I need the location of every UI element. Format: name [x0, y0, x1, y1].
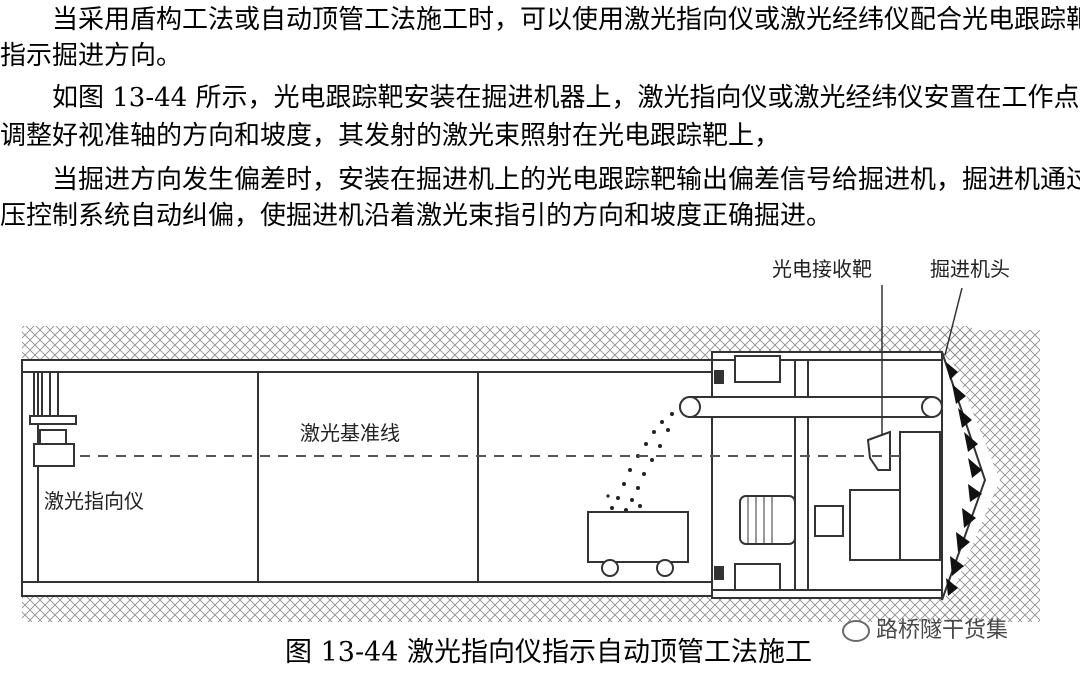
- paragraph-1-line-1: 当采用盾构工法或自动顶管工法施工时，可以使用激光指向仪或激光经纬仪配合光电跟踪靶…: [52, 5, 1080, 35]
- paragraph-1-line-2: 指示掘进方向。: [0, 41, 183, 71]
- ground-bottom-hatch: [22, 596, 972, 622]
- hydraulic-jack-bottom: [734, 563, 781, 591]
- paragraph-2-line-1: 如图 13-44 所示，光电跟踪靶安装在掘进机器上，激光指向仪或激光经纬仪安置在…: [52, 83, 1080, 113]
- baseline-label: 激光基准线: [300, 421, 400, 445]
- laser-pointer: [33, 443, 75, 467]
- watermark: 路桥隧干货集: [842, 612, 1008, 644]
- watermark-text: 路桥隧干货集: [876, 618, 1009, 643]
- falling-spoil: [606, 412, 674, 512]
- head-label: 掘进机头: [930, 257, 1010, 281]
- receiver-label: 光电接收靶: [772, 257, 872, 281]
- hydraulic-jack-top: [734, 355, 781, 383]
- chat-bubble-icon: [842, 620, 870, 642]
- paragraph-3-line-1: 当掘进方向发生偏差时，安装在掘进机上的光电跟踪靶输出偏差信号给掘进机，掘进机通过…: [52, 165, 1080, 195]
- paragraph-3-line-2: 压控制系统自动纠偏，使掘进机沿着激光束指引的方向和坡度正确掘进。: [0, 201, 833, 231]
- pipe-top-wall: [21, 359, 713, 373]
- head-leader-line: [944, 287, 963, 356]
- pipe-bottom-wall: [21, 581, 713, 597]
- cutter-teeth: [946, 362, 982, 596]
- soil-face-hatch: [940, 330, 1040, 622]
- pointer-label: 激光指向仪: [44, 489, 144, 513]
- muck-cart: [587, 511, 689, 563]
- gearbox: [849, 489, 901, 561]
- photoelectric-target: [866, 430, 891, 471]
- drive-motor: [739, 495, 796, 545]
- muck-conveyor-pipe: [679, 396, 943, 418]
- pipe-jacking-diagram: 光电接收靶 掘进机头 激光基准线 激光指向仪: [21, 257, 1040, 622]
- paragraph-2-line-2: 调整好视准轴的方向和坡度，其发射的激光束照射在光电跟踪靶上，: [0, 121, 781, 151]
- figure-caption: 图 13-44 激光指向仪指示自动顶管工法施工: [285, 637, 813, 668]
